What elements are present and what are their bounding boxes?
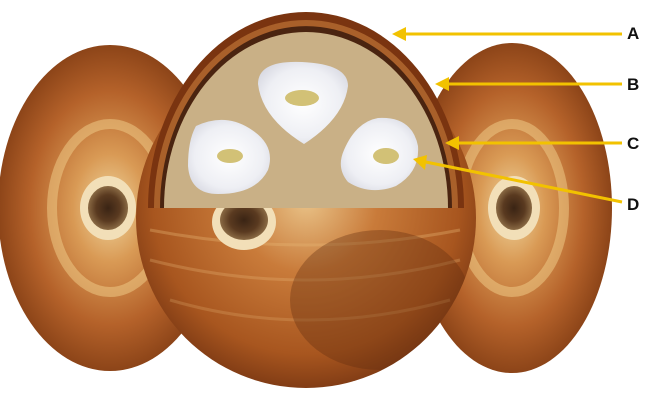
label-c: C: [627, 135, 639, 152]
arrowhead-a: [392, 27, 406, 41]
center-fruit: [136, 12, 476, 388]
label-b: B: [627, 76, 639, 93]
arrowhead-b: [435, 77, 449, 91]
right-fruit-calyx: [496, 186, 532, 230]
label-a: A: [627, 25, 639, 42]
label-d: D: [627, 196, 639, 213]
left-fruit-calyx: [88, 186, 128, 230]
seed-top-embryo: [285, 90, 319, 106]
seed-left-embryo: [217, 149, 243, 163]
seed-right-embryo: [373, 148, 399, 164]
